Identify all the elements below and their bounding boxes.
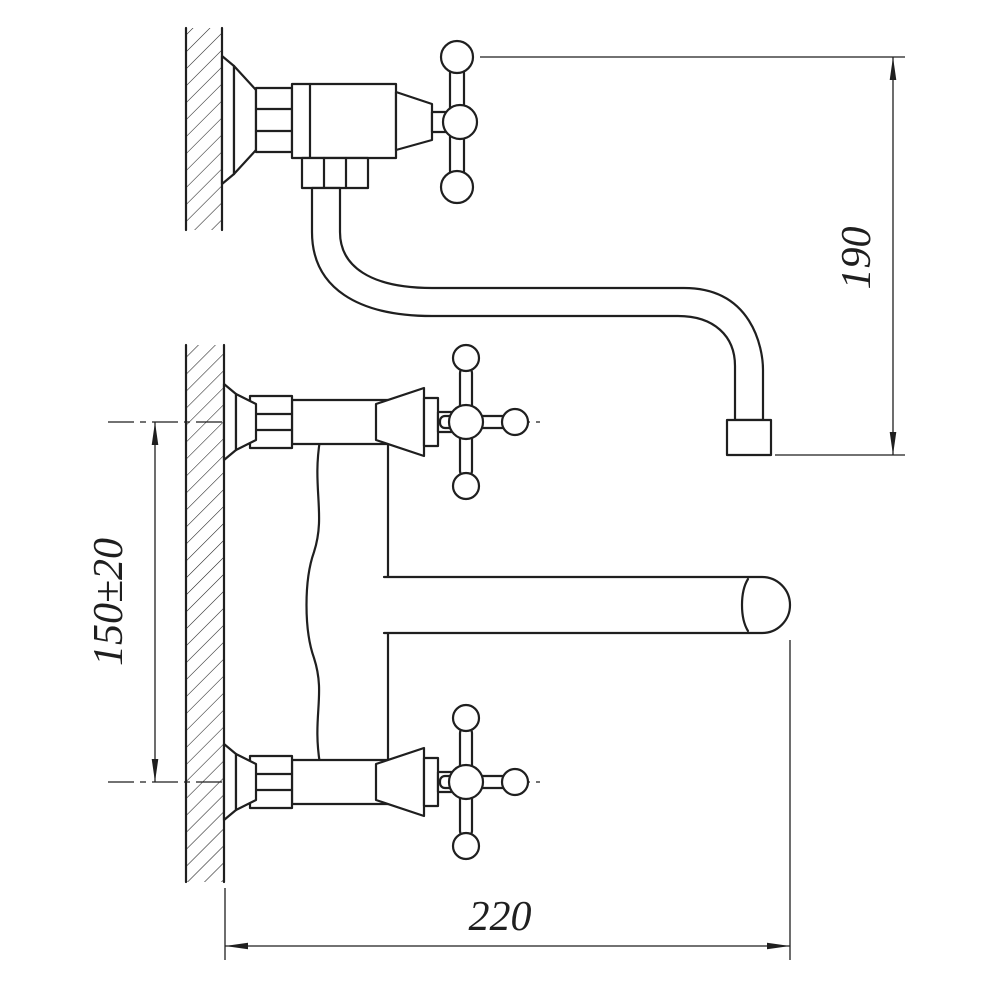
handle-ball-up	[451, 343, 481, 373]
handle-ball-up	[451, 703, 481, 733]
handle-hub	[447, 763, 485, 801]
cross-handle-bottom	[438, 703, 530, 861]
handle-hub	[441, 103, 479, 141]
arrowhead-up	[151, 422, 159, 445]
cross-handle-top	[438, 343, 530, 501]
arrowhead-right	[767, 942, 790, 950]
cross-handle-side	[439, 39, 479, 205]
dimension-inlet-centers: 150±20	[86, 422, 159, 782]
handle-ball-down	[451, 831, 481, 861]
arrowhead-left	[225, 942, 248, 950]
handle-ball-right	[500, 767, 530, 797]
front-view	[108, 343, 792, 884]
top-inlet-assembly	[222, 343, 530, 501]
swivel-spout-side	[310, 186, 765, 422]
handle-ball-down	[451, 471, 481, 501]
dimension-spout-reach: 220	[224, 640, 791, 960]
wall-section-front	[184, 343, 226, 884]
handle-ball-bottom	[439, 169, 475, 205]
wall-flange-top	[222, 382, 238, 462]
valve-body-bottom	[290, 758, 390, 806]
spout-front	[382, 575, 792, 635]
handle-ball-top	[439, 39, 475, 75]
valve-body-side	[290, 82, 398, 160]
handle-hub	[447, 403, 485, 441]
wall-flange-side	[220, 54, 258, 186]
arrowhead-down	[889, 432, 897, 455]
wall-flange-bottom	[222, 742, 238, 822]
dimension-spout-height: 190	[480, 56, 905, 456]
side-view	[184, 26, 773, 457]
handle-ball-right	[500, 407, 530, 437]
valve-bonnet-top	[374, 386, 426, 458]
bonnet-cap-top	[422, 396, 440, 448]
dimension-label-190: 190	[834, 227, 880, 290]
spout-connector-side	[300, 156, 370, 190]
dimension-label-220: 220	[469, 894, 532, 940]
wall-section-side	[184, 26, 224, 232]
faucet-body-front	[305, 438, 390, 766]
spout-outlet-side	[725, 418, 773, 457]
spout-cap-arc	[740, 577, 750, 633]
bottom-inlet-assembly	[222, 703, 530, 861]
arrowhead-down	[151, 759, 159, 782]
valve-bonnet-bottom	[374, 746, 426, 818]
valve-body-top	[290, 398, 390, 446]
dimension-label-150: 150±20	[86, 538, 132, 666]
valve-bonnet-side	[394, 90, 452, 152]
hex-nut-side	[254, 86, 294, 154]
bonnet-cap-bottom	[422, 756, 440, 808]
arrowhead-up	[889, 57, 897, 80]
